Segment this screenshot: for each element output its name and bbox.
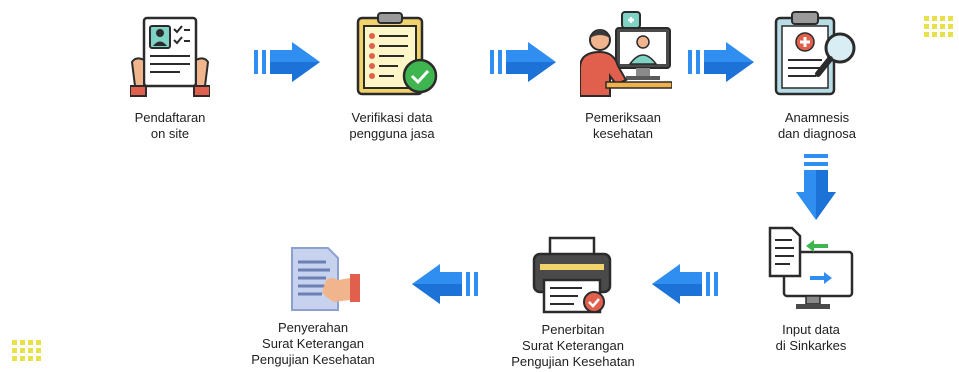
arrow-right-icon — [490, 42, 556, 82]
decorative-dots-bottom-left — [12, 340, 41, 361]
decorative-dots-top-right — [924, 16, 953, 37]
medical-clipboard-magnifier-icon — [774, 11, 856, 96]
arrow-left-icon — [652, 264, 718, 304]
computer-data-transfer-icon — [768, 226, 854, 309]
registration-form-icon — [130, 16, 210, 97]
printer-icon — [532, 236, 612, 314]
arrow-right-icon — [688, 42, 754, 82]
clipboard-checklist-icon — [356, 12, 438, 96]
document-handover-icon — [291, 247, 360, 311]
arrow-left-icon — [412, 264, 478, 304]
arrow-down-icon — [796, 154, 836, 220]
doctor-consultation-icon — [580, 11, 672, 97]
arrow-right-icon — [254, 42, 320, 82]
